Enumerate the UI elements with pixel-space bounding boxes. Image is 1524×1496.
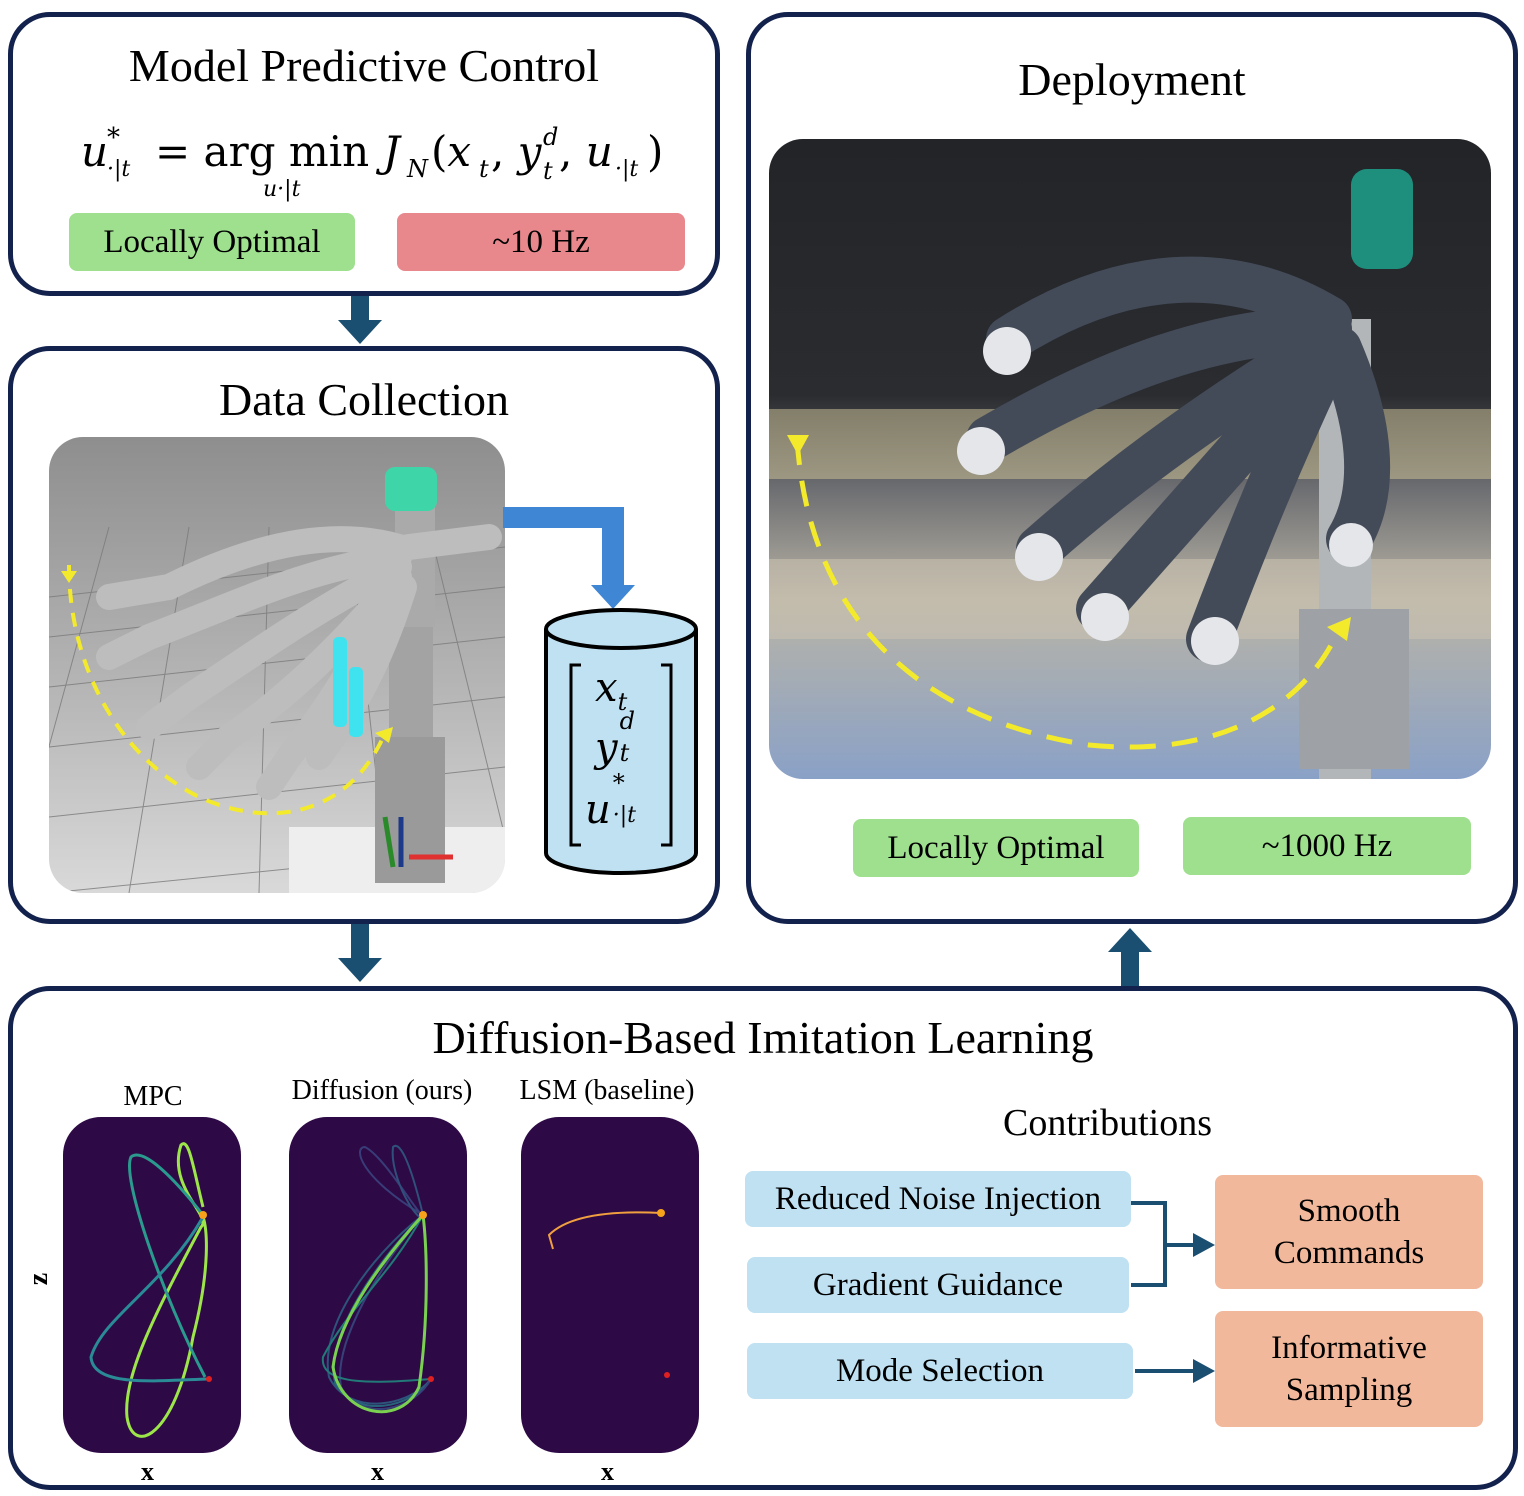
plot-label-lsm: LSM (baseline): [519, 1075, 695, 1106]
outcome-informative-sampling: Informative Sampling: [1215, 1311, 1483, 1427]
arrow-to-dataset-icon: [503, 507, 635, 609]
plot-label-diffusion: Diffusion (ours): [291, 1075, 473, 1106]
mpc-trajectory-plot: [63, 1117, 241, 1453]
mpc-panel: Model Predictive Control u * ·|t = arg m…: [8, 12, 720, 296]
cylinder-icon: [544, 608, 698, 875]
contributions-title: Contributions: [1003, 1102, 1213, 1144]
x-axis-label-lsm: x: [601, 1457, 614, 1486]
mpc-frequency-badge: ~10 Hz: [397, 213, 685, 271]
arrow-down-icon: [338, 924, 382, 982]
arrow-right-icon: [1193, 1359, 1215, 1383]
dataset-state: xt: [595, 665, 628, 716]
x-axis-label-mpc: x: [141, 1457, 154, 1486]
method-gradient-guidance: Gradient Guidance: [747, 1257, 1129, 1313]
method-reduced-noise: Reduced Noise Injection: [745, 1171, 1131, 1227]
arrow-right-icon: [1193, 1233, 1215, 1257]
lsm-trajectory-plot: [521, 1117, 699, 1453]
outcome-smooth-commands: Smooth Commands: [1215, 1175, 1483, 1289]
plot-label-mpc: MPC: [123, 1081, 183, 1112]
mpc-title: Model Predictive Control: [128, 40, 600, 91]
mpc-locally-optimal-badge: Locally Optimal: [69, 213, 355, 271]
method-mode-selection: Mode Selection: [747, 1343, 1133, 1399]
simulation-image: [49, 437, 505, 893]
dataset-control: u*·|t: [585, 769, 637, 833]
deploy-frequency-badge: ~1000 Hz: [1183, 817, 1471, 875]
outcome-informative-sampling-text: Informative Sampling: [1271, 1330, 1427, 1408]
robot-arm-icon: [769, 169, 1491, 779]
deployment-title: Deployment: [1018, 54, 1246, 105]
x-axis-label-diffusion: x: [371, 1457, 384, 1486]
arrow-up-icon: [1108, 928, 1152, 990]
robot-arm-icon: [49, 467, 505, 893]
deployment-panel: Deployment Locally Optimal ~1000 Hz: [746, 12, 1518, 924]
dbil-title: Diffusion-Based Imitation Learning: [432, 1012, 1094, 1063]
deploy-locally-optimal-badge: Locally Optimal: [853, 819, 1139, 877]
z-axis-label: z: [23, 1272, 55, 1286]
deployment-photo: [769, 139, 1491, 779]
mpc-equation: u * ·|t = arg min u·|t J N (x t , y d t …: [81, 123, 664, 202]
diffusion-trajectory-plot: [289, 1117, 467, 1453]
arrow-down-icon: [338, 296, 382, 344]
data-collection-title: Data Collection: [219, 374, 509, 425]
dbil-panel: Diffusion-Based Imitation Learning MPC D…: [8, 986, 1518, 1490]
data-collection-panel: Data Collection: [8, 346, 720, 924]
contribution-arrows: [1131, 1201, 1215, 1383]
argmin-subscript: u·|t: [263, 177, 301, 202]
outcome-smooth-commands-text: Smooth Commands: [1273, 1193, 1425, 1271]
